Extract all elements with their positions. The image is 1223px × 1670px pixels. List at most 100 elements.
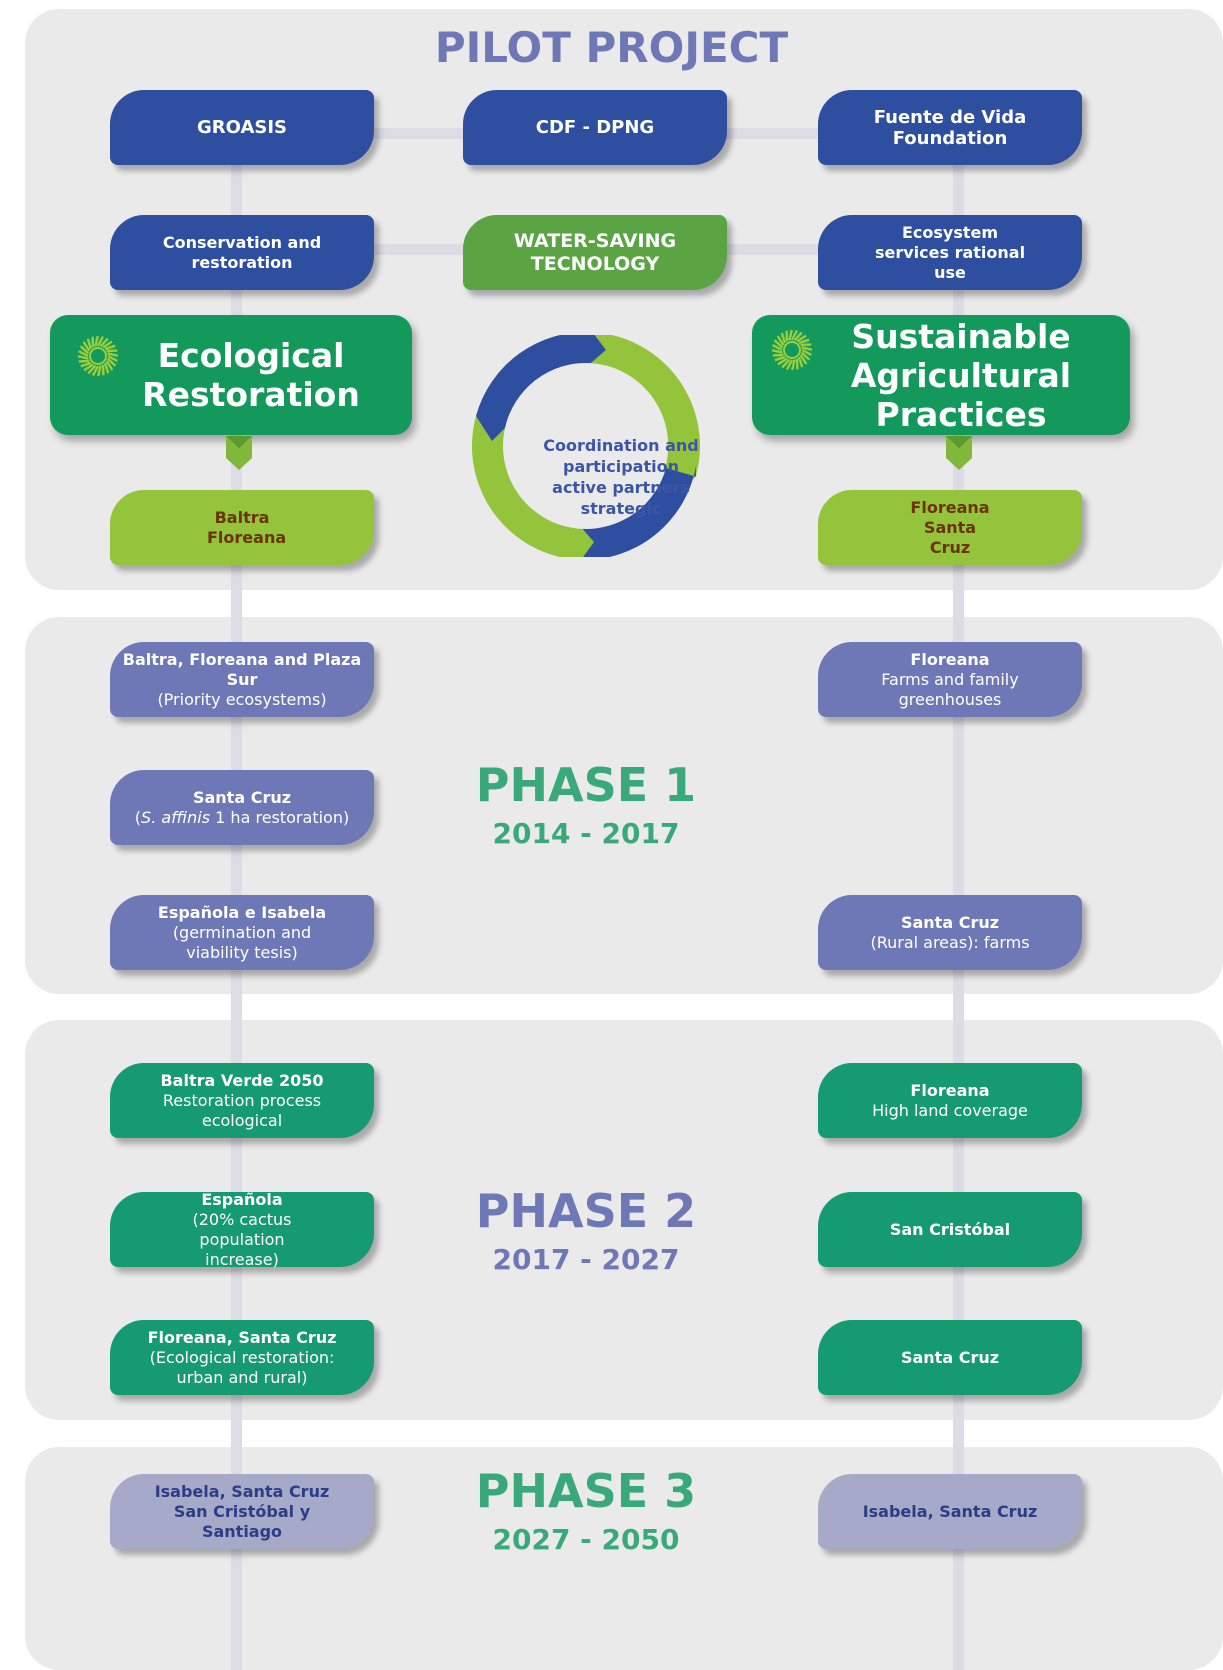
cycle-arc-green-left: [472, 416, 594, 557]
pillar-label: Ecological Restoration: [142, 336, 360, 414]
sunburst-ray: [801, 348, 812, 357]
phase3-left-box: Isabela, Santa Cruz San Cristóbal y Sant…: [110, 1474, 374, 1549]
phase2-left-box-3: Floreana, Santa Cruz (Ecological restora…: [110, 1320, 374, 1395]
sunburst-ray: [798, 338, 810, 345]
phase2-left-box-1: Baltra Verde 2050 Restoration process ec…: [110, 1063, 374, 1138]
cycle-diagram: [472, 335, 700, 557]
phase2-left-box-2: Española (20% cactus population increase…: [110, 1189, 374, 1269]
focus-label: Conservation and restoration: [162, 232, 322, 272]
box-title: Floreana: [910, 649, 990, 669]
sunburst-ray: [800, 351, 811, 361]
phase-title: PHASE 1: [475, 758, 697, 812]
sunburst-ray: [788, 329, 793, 341]
box-detail: (Priority ecosystems): [157, 689, 327, 709]
sunburst-ray: [103, 362, 110, 374]
sunburst-ray: [91, 365, 100, 376]
box-detail: (Rural areas): farms: [870, 932, 1030, 952]
phase-years: 2014 - 2017: [492, 817, 680, 850]
phase2-label: PHASE 2 2017 - 2027: [436, 1186, 736, 1276]
sunburst-ray: [771, 349, 783, 354]
phase1-left-box-3: Española e Isabela (germination and viab…: [110, 895, 374, 970]
box-detail: Restoration process ecological: [162, 1090, 322, 1130]
phase1-right-box-1: Floreana Farms and family greenhouses: [818, 642, 1082, 717]
sunburst-ray: [106, 357, 117, 367]
phase1-left-box-2: Santa Cruz (S. affinis 1 ha restoration): [110, 770, 374, 845]
sunburst-ray: [104, 344, 116, 351]
sunburst-ray: [107, 354, 118, 363]
box-title: Isabela, Santa Cruz: [862, 1501, 1038, 1521]
focus-box-water-saving: WATER-SAVING TECNOLOGY: [463, 215, 727, 290]
pilot-sites-left: Baltra Floreana: [110, 490, 374, 565]
sunburst-ray: [87, 364, 97, 375]
box-title: San Cristóbal: [889, 1219, 1011, 1239]
cycle-arc-blue-right: [582, 466, 696, 557]
box-title: Santa Cruz: [192, 787, 292, 807]
sunburst-ray: [77, 355, 89, 360]
sunburst-ray: [102, 340, 113, 349]
sunburst-ray: [97, 365, 102, 377]
pilot-sites-label: Floreana Santa Cruz: [910, 497, 990, 557]
sunburst-ray: [99, 337, 109, 348]
sunburst-ray: [80, 361, 92, 368]
sunburst-ray: [78, 349, 89, 358]
partner-box-cdf-dpng: CDF - DPNG: [463, 90, 727, 165]
phase-title: PHASE 2: [475, 1184, 697, 1238]
box-title: Floreana, Santa Cruz: [147, 1327, 337, 1347]
box-detail: (germination and viability tesis): [172, 922, 312, 962]
sunburst-ray: [82, 341, 91, 352]
sunburst-ray: [777, 357, 788, 366]
partner-label: GROASIS: [196, 117, 287, 138]
sunburst-ray: [773, 339, 784, 349]
box-title: Baltra Verde 2050: [160, 1070, 324, 1090]
focus-label: WATER-SAVING TECNOLOGY: [513, 229, 677, 275]
box-title: Isabela, Santa Cruz San Cristóbal y Sant…: [154, 1481, 330, 1541]
phase1-left-box-1: Baltra, Floreana and Plaza Sur (Priority…: [110, 642, 374, 717]
phase2-right-box-2: San Cristóbal: [818, 1192, 1082, 1267]
down-arrow-icon: [226, 436, 252, 470]
sunburst-ray: [793, 331, 803, 342]
sunburst-ray: [796, 334, 807, 343]
box-detail: High land coverage: [872, 1100, 1028, 1120]
focus-box-ecosystem-services: Ecosystem services rational use: [818, 215, 1082, 290]
partner-label: Fuente de Vida Foundation: [873, 106, 1027, 149]
sunburst-ray: [791, 359, 796, 371]
sunburst-icon: [771, 329, 813, 371]
phase2-right-box-1: Floreana High land coverage: [818, 1063, 1082, 1138]
sunburst-ray: [79, 345, 90, 355]
box-title: Santa Cruz: [900, 912, 1000, 932]
phase-years: 2017 - 2027: [492, 1243, 680, 1276]
focus-label: Ecosystem services rational use: [874, 222, 1026, 282]
sunburst-ray: [785, 359, 794, 370]
sunburst-ray: [797, 356, 804, 368]
phase-title: PHASE 3: [475, 1464, 697, 1518]
phase3-label: PHASE 3 2027 - 2050: [436, 1466, 736, 1556]
box-title: Española: [201, 1189, 283, 1209]
phase1-right-box-2: Santa Cruz (Rural areas): farms: [818, 895, 1082, 970]
box-detail: Farms and family greenhouses: [881, 669, 1019, 709]
page-title: PILOT PROJECT: [434, 23, 789, 72]
sunburst-ray: [96, 336, 105, 347]
sunburst-ray: [774, 355, 786, 362]
cycle-arc-blue-left: [476, 335, 606, 441]
cycle-text: Coordination and participation active pa…: [543, 436, 699, 518]
sunburst-ray: [772, 343, 783, 352]
cycle-arc-green-right: [590, 335, 700, 494]
sunburst-ray: [105, 360, 114, 371]
phase-years: 2027 - 2050: [492, 1523, 680, 1556]
sunburst-icon: [77, 335, 119, 377]
phase2-right-box-3: Santa Cruz: [818, 1320, 1082, 1395]
pilot-sites-right: Floreana Santa Cruz: [818, 490, 1082, 565]
box-title: Floreana: [910, 1080, 990, 1100]
pilot-sites-label: Baltra Floreana: [207, 507, 287, 547]
sunburst-ray: [86, 338, 93, 350]
box-detail: (S. affinis 1 ha restoration): [134, 807, 350, 827]
box-title: Santa Cruz: [900, 1347, 1000, 1367]
pillar-sustainable-agriculture: Sustainable Agricultural Practices: [752, 315, 1130, 435]
pillar-ecological-restoration: Ecological Restoration: [50, 315, 412, 435]
phase1-label: PHASE 1 2014 - 2017: [436, 760, 736, 850]
partner-box-groasis: GROASIS: [110, 90, 374, 165]
sunburst-ray: [776, 335, 785, 346]
sunburst-ray: [801, 346, 813, 351]
down-arrow-icon: [946, 436, 972, 470]
phase3-right-box: Isabela, Santa Cruz: [818, 1474, 1082, 1549]
